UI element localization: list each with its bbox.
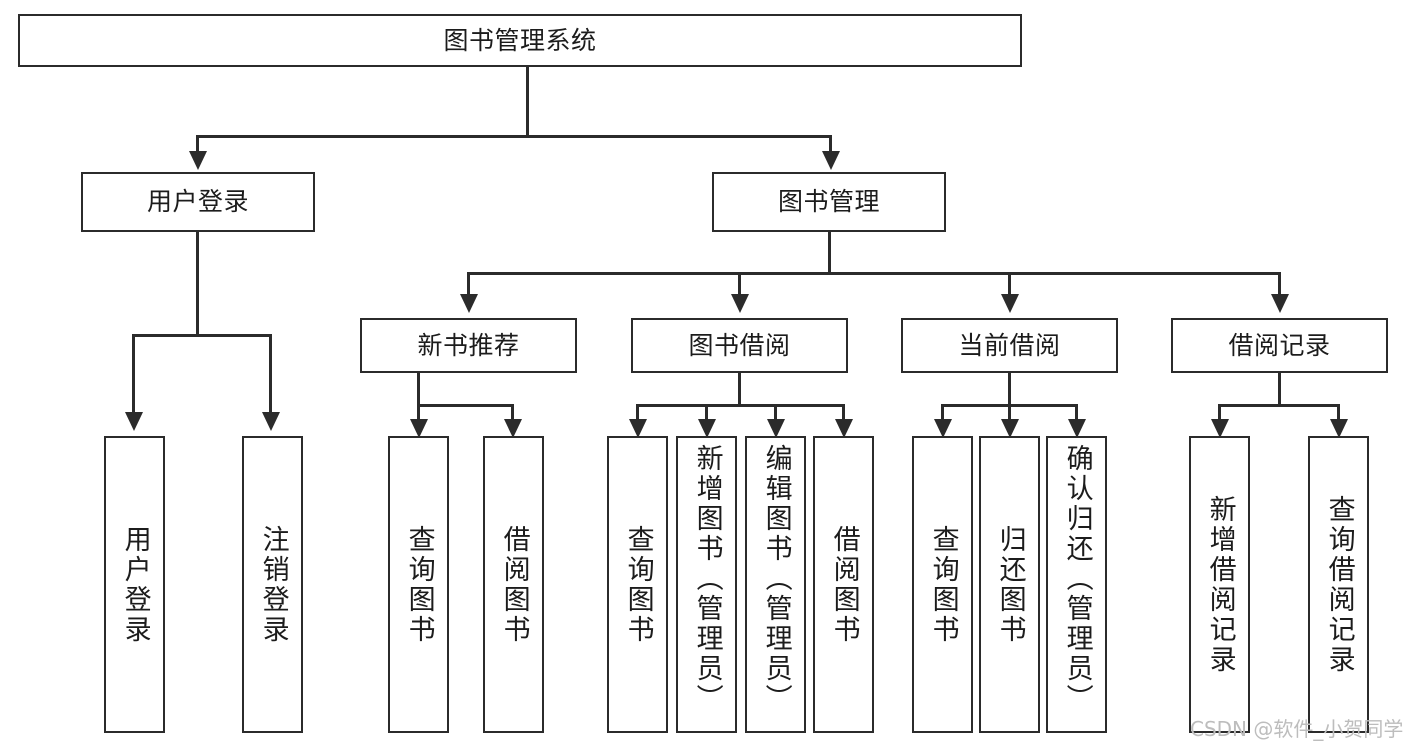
node-current-borrow[interactable]: 当前借阅: [901, 318, 1118, 373]
connector-user-login-stem: [196, 232, 199, 336]
arrowhead-book-borrow-leaf3: [767, 419, 785, 438]
node-label: 新增图书（管理员）: [691, 444, 723, 714]
connector-new-book-bar: [417, 404, 514, 407]
connector-root-bar: [196, 135, 832, 138]
node-label: 当前借阅: [958, 330, 1061, 360]
leaf-confirm-return-admin[interactable]: 确认归还（管理员）: [1046, 436, 1107, 733]
leaf-query-book-borrow[interactable]: 查询图书: [607, 436, 668, 733]
arrowhead-user-login-leaf1: [125, 412, 143, 431]
connector-book-borrow-to-leaf2: [705, 404, 708, 430]
leaf-logout[interactable]: 注销登录: [242, 436, 303, 733]
node-label: 借阅图书: [828, 524, 860, 645]
node-label: 用户登录: [119, 524, 151, 645]
connector-current-borrow-stem: [1008, 373, 1011, 406]
arrowhead-book-borrow-leaf2: [698, 419, 716, 438]
connector-book-manage-bar: [467, 272, 1281, 275]
node-user-login[interactable]: 用户登录: [81, 172, 315, 232]
connector-user-login-bar: [132, 334, 272, 337]
connector-current-borrow-to-leaf3: [1075, 404, 1078, 430]
connector-book-borrow-to-leaf4: [842, 404, 845, 430]
arrowhead-l3-new-book-recommend: [460, 294, 478, 313]
arrowhead-l3-book-borrow: [731, 294, 749, 313]
node-label: 图书借阅: [688, 330, 791, 360]
connector-new-book-to-leaf1: [417, 404, 420, 430]
node-label: 借阅图书: [498, 524, 530, 645]
connector-root-to-user-login: [196, 135, 199, 157]
connector-book-borrow-to-leaf1: [636, 404, 639, 430]
arrowhead-l3-current-borrow: [1001, 294, 1019, 313]
connector-borrow-record-to-leaf1: [1218, 404, 1221, 430]
node-label: 查询借阅记录: [1323, 494, 1355, 675]
connector-current-borrow-to-leaf1: [941, 404, 944, 430]
node-label: 用户登录: [146, 187, 249, 217]
connector-book-manage-to-l3-2: [738, 272, 741, 300]
node-root-book-management-system[interactable]: 图书管理系统: [18, 14, 1022, 67]
arrowhead-current-borrow-leaf2: [1001, 419, 1019, 438]
node-label: 查询图书: [403, 524, 435, 645]
node-book-borrow[interactable]: 图书借阅: [631, 318, 848, 373]
node-borrow-record[interactable]: 借阅记录: [1171, 318, 1388, 373]
leaf-add-book-admin[interactable]: 新增图书（管理员）: [676, 436, 737, 733]
connector-borrow-record-stem: [1278, 373, 1281, 406]
arrowhead-root-to-book-manage: [822, 151, 840, 170]
connector-user-login-to-leaf1: [132, 334, 135, 417]
connector-current-borrow-to-leaf2: [1008, 404, 1011, 430]
leaf-add-borrow-record[interactable]: 新增借阅记录: [1189, 436, 1250, 733]
leaf-borrow-book-recommend[interactable]: 借阅图书: [483, 436, 544, 733]
node-label: 编辑图书（管理员）: [760, 444, 792, 714]
connector-book-borrow-stem: [738, 373, 741, 406]
node-label: 查询图书: [622, 524, 654, 645]
watermark-text: CSDN @软件_小贺同学: [1190, 717, 1404, 741]
leaf-query-borrow-record[interactable]: 查询借阅记录: [1308, 436, 1369, 733]
arrowhead-new-book-leaf2: [504, 419, 522, 438]
connector-book-borrow-to-leaf3: [774, 404, 777, 430]
connector-root-to-book-manage: [829, 135, 832, 157]
arrowhead-book-borrow-leaf4: [835, 419, 853, 438]
arrowhead-current-borrow-leaf3: [1068, 419, 1086, 438]
connector-root-stem: [526, 67, 529, 137]
connector-borrow-record-bar: [1218, 404, 1340, 407]
node-label: 新书推荐: [417, 330, 520, 360]
arrowhead-l3-borrow-record: [1271, 294, 1289, 313]
leaf-borrow-book[interactable]: 借阅图书: [813, 436, 874, 733]
leaf-edit-book-admin[interactable]: 编辑图书（管理员）: [745, 436, 806, 733]
leaf-query-book-recommend[interactable]: 查询图书: [388, 436, 449, 733]
node-label: 归还图书: [994, 524, 1026, 645]
arrowhead-user-login-leaf2: [262, 412, 280, 431]
connector-new-book-stem: [417, 373, 420, 406]
node-label: 图书管理: [777, 187, 880, 217]
connector-book-manage-to-l3-4: [1278, 272, 1281, 300]
connector-book-manage-stem: [828, 232, 831, 274]
leaf-user-login[interactable]: 用户登录: [104, 436, 165, 733]
arrowhead-borrow-record-leaf2: [1330, 419, 1348, 438]
node-label: 新增借阅记录: [1204, 494, 1236, 675]
leaf-query-book-current[interactable]: 查询图书: [912, 436, 973, 733]
arrowhead-borrow-record-leaf1: [1211, 419, 1229, 438]
arrowhead-book-borrow-leaf1: [629, 419, 647, 438]
connector-book-manage-to-l3-3: [1008, 272, 1011, 300]
node-new-book-recommend[interactable]: 新书推荐: [360, 318, 577, 373]
arrowhead-root-to-user-login: [189, 151, 207, 170]
node-label: 注销登录: [257, 524, 289, 645]
node-label: 确认归还（管理员）: [1061, 444, 1093, 714]
leaf-return-book[interactable]: 归还图书: [979, 436, 1040, 733]
arrowhead-current-borrow-leaf1: [934, 419, 952, 438]
connector-book-borrow-bar: [636, 404, 844, 407]
node-label: 借阅记录: [1228, 330, 1331, 360]
connector-new-book-to-leaf2: [511, 404, 514, 430]
arrowhead-new-book-leaf1: [410, 419, 428, 438]
node-label: 图书管理系统: [443, 25, 597, 55]
connector-book-manage-to-l3-1: [467, 272, 470, 300]
node-book-management[interactable]: 图书管理: [712, 172, 946, 232]
node-label: 查询图书: [927, 524, 959, 645]
connector-user-login-to-leaf2: [269, 334, 272, 417]
connector-borrow-record-to-leaf2: [1337, 404, 1340, 430]
